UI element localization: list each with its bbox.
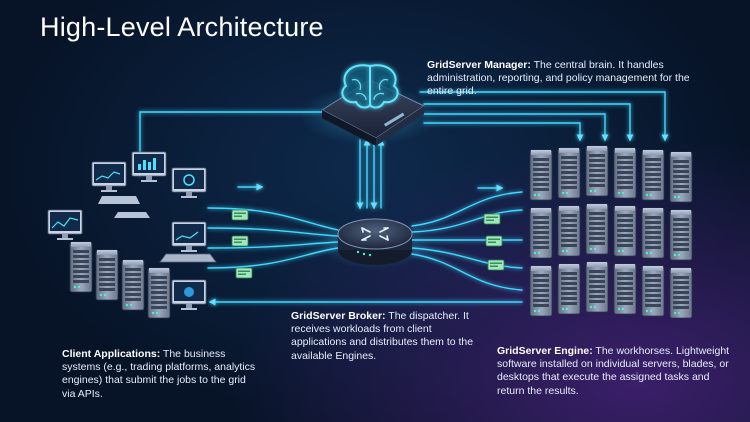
client-description: The business systems (e.g., trading plat…: [62, 348, 256, 400]
engine-caption: GridServer Engine: The workhorses. Light…: [497, 345, 732, 398]
page-title: High-Level Architecture: [40, 12, 324, 42]
manager-client-link: [136, 111, 323, 177]
manager-description: The central brain. It handles administra…: [427, 59, 690, 98]
broker-caption: GridServer Broker: The dispatcher. It re…: [291, 310, 476, 363]
broker-node: [320, 218, 430, 269]
manager-caption: GridServer Manager: The central brain. I…: [427, 59, 712, 99]
router-icon: [361, 227, 389, 241]
engine-name: GridServer Engine:: [497, 345, 593, 357]
client-workstations-icon: [47, 151, 217, 319]
brain-chip-icon: [341, 64, 399, 109]
client-name: Client Applications:: [62, 348, 161, 360]
client-broker-link: [207, 207, 339, 231]
broker-engine-link: [411, 191, 523, 227]
broker-name: GridServer Broker:: [291, 310, 386, 322]
client-caption: Client Applications: The business system…: [62, 348, 262, 401]
manager-engine-link-1: [419, 91, 669, 142]
engine-description: The workhorses. Lightweight software ins…: [497, 345, 730, 397]
broker-description: The dispatcher. It receives workloads fr…: [291, 310, 474, 362]
server-rack-icon: [529, 145, 693, 319]
manager-name: GridServer Manager:: [427, 59, 531, 71]
manager-node: [300, 64, 440, 146]
